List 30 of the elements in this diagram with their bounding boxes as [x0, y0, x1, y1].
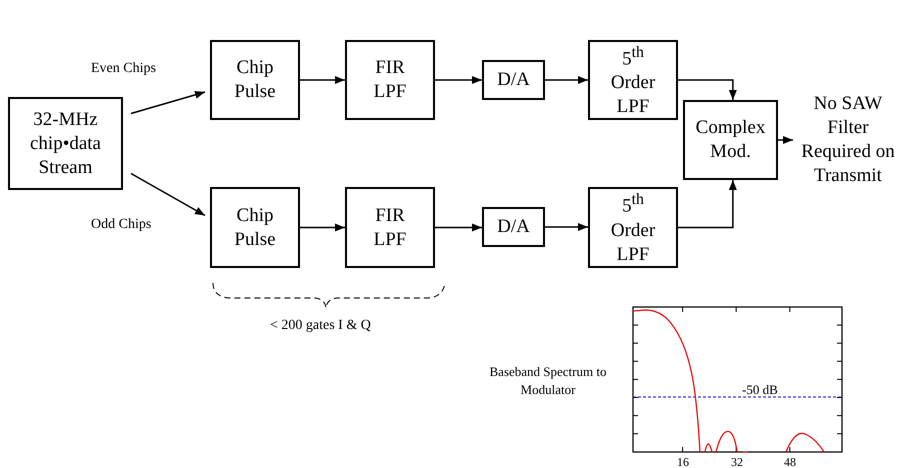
- axis-tick-label: 32: [731, 455, 743, 468]
- axis-tick-label: 48: [784, 455, 796, 468]
- process-box: Chip Pulse: [210, 187, 300, 268]
- arrow: [300, 76, 345, 84]
- chart-title: Baseband Spectrum to Modulator: [488, 363, 608, 399]
- modulator-box: Complex Mod.: [683, 100, 778, 180]
- process-box: D/A: [482, 60, 545, 100]
- edge-label: Even Chips: [91, 60, 156, 77]
- axis-tick-label: 16: [677, 455, 689, 468]
- arrow: [678, 79, 737, 100]
- process-box: FIR LPF: [345, 187, 435, 268]
- threshold-label: -50 dB: [742, 382, 778, 398]
- output-note: No SAW Filter Required on Transmit: [793, 85, 903, 195]
- brace-label: < 200 gates I & Q: [270, 318, 371, 334]
- arrow: [130, 172, 206, 216]
- input-box: 32-MHz chip•data Stream: [8, 97, 123, 190]
- process-box: Chip Pulse: [210, 40, 300, 120]
- edge-label: Odd Chips: [91, 216, 152, 232]
- process-box: 5$^{th}$ Order LPF: [588, 187, 678, 268]
- process-box: D/A: [482, 207, 545, 247]
- arrow: [545, 223, 588, 231]
- arrow: [130, 90, 206, 114]
- arrow: [435, 224, 482, 232]
- arrow: [435, 76, 482, 84]
- process-box: FIR LPF: [345, 40, 435, 120]
- arrow: [778, 136, 793, 144]
- arrow: [300, 224, 345, 232]
- arrow: [545, 76, 588, 84]
- process-box: 5$^{th}$ Order LPF: [588, 40, 678, 120]
- arrow: [678, 180, 737, 228]
